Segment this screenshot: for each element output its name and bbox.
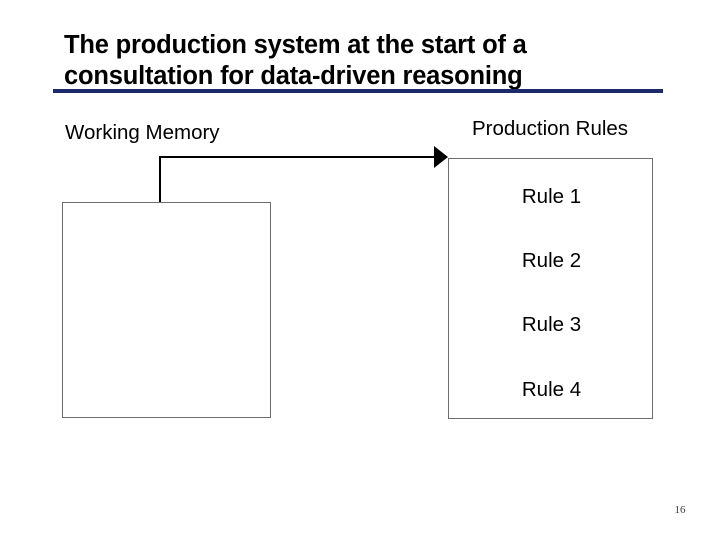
rule-item: Rule 4 <box>521 378 582 401</box>
arrowhead-icon <box>434 146 448 168</box>
production-rules-label: Production Rules <box>471 117 629 140</box>
page-number: 16 <box>674 504 686 516</box>
page-title-line-1: The production system at the start of a <box>64 31 527 59</box>
page-title: The production system at the start of a … <box>64 30 664 92</box>
production-rules-box: Rule 1 Rule 2 Rule 3 Rule 4 <box>448 158 653 419</box>
rule-item: Rule 2 <box>521 249 582 272</box>
working-memory-box <box>62 202 271 418</box>
title-underline-rule <box>53 89 663 93</box>
rule-item: Rule 1 <box>521 185 582 208</box>
working-memory-label: Working Memory <box>65 121 220 144</box>
rule-item: Rule 3 <box>521 313 582 336</box>
working-memory-to-production-rules-arrow <box>159 146 448 202</box>
page-title-line-2: consultation for data-driven reasoning <box>64 62 523 90</box>
